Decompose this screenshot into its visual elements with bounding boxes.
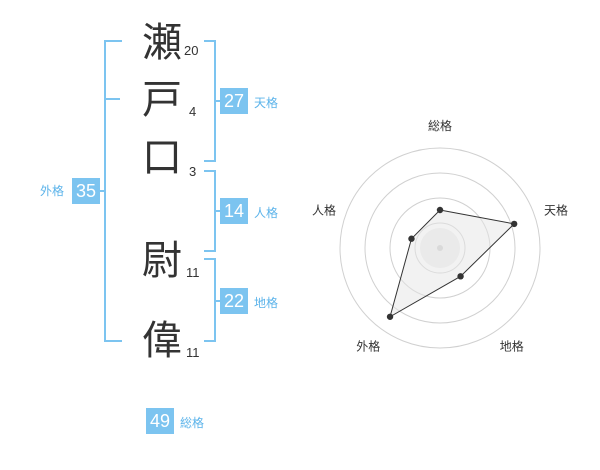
name-char-2: 戸 bbox=[142, 77, 182, 123]
chikaku-value: 22 bbox=[220, 288, 248, 314]
radar-ring-3 bbox=[364, 172, 516, 324]
name-char-1: 瀬 bbox=[142, 20, 182, 66]
radar-point-5 bbox=[408, 235, 415, 242]
radar-axis-label-2: 天格 bbox=[544, 202, 568, 217]
radar-data-polygon bbox=[389, 209, 516, 318]
radar-ring-4 bbox=[339, 147, 541, 349]
radar-axis-label-1: 総格 bbox=[428, 118, 452, 133]
radar-point-2 bbox=[510, 220, 518, 228]
name-char-4: 尉 bbox=[142, 238, 182, 284]
stroke-count-2: 4 bbox=[189, 104, 197, 119]
stroke-count-4: 11 bbox=[186, 265, 200, 280]
soukaku-label: 総格 bbox=[180, 416, 205, 430]
radar-axis-label-4: 外格 bbox=[356, 339, 380, 354]
gaikaku-bracket-tick bbox=[104, 98, 120, 100]
tenkaku-connector bbox=[216, 100, 222, 102]
gaikaku-value: 35 bbox=[72, 178, 100, 204]
stroke-count-3: 3 bbox=[189, 164, 197, 179]
jinkaku-label: 人格 bbox=[254, 206, 279, 220]
radar-axis-label-5: 人格 bbox=[312, 202, 336, 217]
stroke-count-5: 11 bbox=[186, 345, 200, 360]
radar-axis-label-3: 地格 bbox=[500, 339, 524, 354]
stroke-count-1: 20 bbox=[184, 43, 199, 58]
gaikaku-bracket bbox=[104, 40, 122, 342]
gaikaku-label: 外格 bbox=[40, 184, 65, 198]
radar-point-1 bbox=[436, 206, 444, 214]
radar-point-3 bbox=[457, 273, 464, 280]
jinkaku-value: 14 bbox=[220, 198, 248, 224]
chikaku-bracket bbox=[204, 258, 216, 342]
soukaku-value: 49 bbox=[146, 408, 174, 434]
tenkaku-value: 27 bbox=[220, 88, 248, 114]
chikaku-label: 地格 bbox=[254, 296, 279, 310]
tenkaku-label: 天格 bbox=[254, 96, 279, 110]
tenkaku-bracket bbox=[204, 40, 216, 162]
jinkaku-connector bbox=[216, 210, 222, 212]
name-char-5: 偉 bbox=[142, 318, 182, 364]
name-char-3: 口 bbox=[142, 135, 182, 181]
radar-point-4 bbox=[386, 313, 394, 320]
chikaku-connector bbox=[216, 300, 222, 302]
jinkaku-bracket bbox=[204, 170, 216, 252]
gaikaku-connector bbox=[99, 190, 105, 192]
